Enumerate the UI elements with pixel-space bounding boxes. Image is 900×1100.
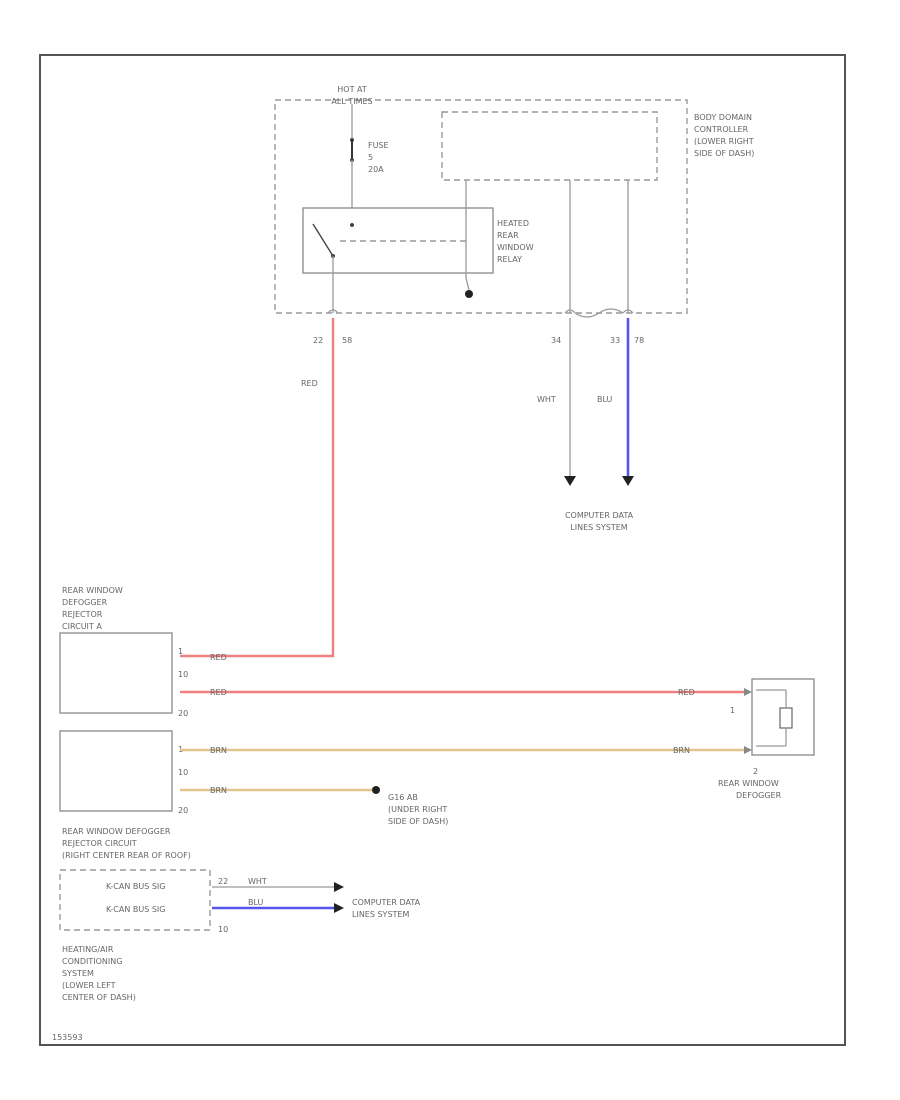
relay-label-1: HEATED	[497, 219, 529, 228]
connector-mark-link	[574, 308, 624, 318]
defogger-pin-1: 1	[730, 706, 735, 715]
hvac-pin-10: 10	[218, 925, 228, 934]
bcm-pin-58: 58	[342, 336, 352, 345]
bcm-label-3: (LOWER RIGHT	[694, 137, 754, 146]
ground-label-1: G16 AB	[388, 793, 418, 802]
ground-point-dot	[372, 786, 380, 794]
hvac-signal-1: K-CAN BUS SIG	[106, 882, 165, 891]
bcm-label-2: CONTROLLER	[694, 125, 749, 134]
red-wire-relay-to-rejector	[180, 318, 335, 658]
bcm-pin-34: 34	[551, 336, 561, 345]
fuse-label: FUSE	[368, 141, 389, 150]
rejector-a-pin-10: 10	[178, 670, 188, 679]
body-domain-controller-outline	[274, 99, 688, 314]
figure-id: 153593	[52, 1033, 83, 1042]
red-wire-end-mark	[744, 688, 752, 696]
hvac-label-2: CONDITIONING	[62, 957, 122, 966]
relay-label-4: RELAY	[497, 255, 522, 264]
brn-wire-label-b: BRN	[673, 746, 690, 755]
hot-at-label-2: ALL TIMES	[331, 97, 372, 106]
bcm-label-1: BODY DOMAIN	[694, 113, 752, 122]
hvac-blu-arrow	[334, 903, 344, 913]
rejector-a-label-1: REAR WINDOW	[62, 586, 123, 595]
rejector-b-label-2: REJECTOR CIRCUIT	[62, 839, 137, 848]
computer-data-top-2: LINES SYSTEM	[570, 523, 627, 532]
computer-data-top-1: COMPUTER DATA	[565, 511, 634, 520]
defogger-label-2: DEFOGGER	[736, 791, 782, 800]
hvac-wht-label: WHT	[248, 877, 267, 886]
diagram-frame	[39, 54, 846, 1046]
hot-at-label: HOT AT	[337, 85, 367, 94]
wht-wire-label: WHT	[537, 395, 556, 404]
wht-down-arrow	[564, 476, 576, 486]
hvac-label-3: SYSTEM	[62, 969, 94, 978]
relay-switch-arm	[312, 223, 334, 257]
hvac-wht-arrow	[334, 882, 344, 892]
red-wire-label-a: RED	[210, 653, 227, 662]
bcm-pin-78: 78	[634, 336, 644, 345]
bcm-label-4: SIDE OF DASH)	[694, 149, 754, 158]
fuse-number: 5	[368, 153, 373, 162]
defogger-pin-2: 2	[753, 767, 758, 776]
computer-data-bottom-1: COMPUTER DATA	[352, 898, 421, 907]
ground-label-2: (UNDER RIGHT	[388, 805, 447, 814]
red-wire-label-top: RED	[301, 379, 318, 388]
brn-wire-label-c: BRN	[210, 786, 227, 795]
ground-label-3: SIDE OF DASH)	[388, 817, 448, 826]
rejector-a-label-3: REJECTOR	[62, 610, 103, 619]
hvac-pin-22: 22	[218, 877, 228, 886]
rear-window-defogger	[751, 678, 815, 756]
connector-mark-blu	[622, 309, 634, 314]
computer-data-bottom-2: LINES SYSTEM	[352, 910, 409, 919]
bcm-pin-22: 22	[313, 336, 323, 345]
hvac-label-1: HEATING/AIR	[62, 945, 114, 954]
rejector-b-pin-20: 20	[178, 806, 188, 815]
rejector-circuit-a	[59, 632, 173, 714]
fuse-rating: 20A	[368, 165, 384, 174]
rejector-circuit-b	[59, 730, 173, 812]
red-wire-label-c: RED	[678, 688, 695, 697]
hvac-signal-2: K-CAN BUS SIG	[106, 905, 165, 914]
hvac-label-5: CENTER OF DASH)	[62, 993, 136, 1002]
rejector-a-label-2: DEFOGGER	[62, 598, 108, 607]
rejector-a-pin-1: 1	[178, 647, 183, 656]
brn-wire-label-a: BRN	[210, 746, 227, 755]
blu-down-arrow	[622, 476, 634, 486]
relay-contact-input	[350, 223, 354, 227]
relay-label-3: WINDOW	[497, 243, 534, 252]
hvac-blu-label: BLU	[248, 898, 264, 907]
brn-wire-end-mark	[744, 746, 752, 754]
hvac-module-outline	[59, 869, 211, 931]
blu-wire-label: BLU	[597, 395, 613, 404]
rejector-a-pin-20: 20	[178, 709, 188, 718]
controller-inner-module	[441, 111, 658, 181]
bcm-pin-33: 33	[610, 336, 620, 345]
defogger-label-1: REAR WINDOW	[718, 779, 779, 788]
rejector-b-label-3: (RIGHT CENTER REAR OF ROOF)	[62, 851, 191, 860]
rejector-b-label-1: REAR WINDOW DEFOGGER	[62, 827, 171, 836]
hvac-label-4: (LOWER LEFT	[62, 981, 116, 990]
red-wire-label-b: RED	[210, 688, 227, 697]
relay-to-ground-wire	[465, 277, 470, 291]
connector-mark-red	[327, 309, 339, 314]
connector-mark-wht	[564, 309, 576, 314]
relay-label-2: REAR	[497, 231, 519, 240]
rejector-a-label-4: CIRCUIT A	[62, 622, 102, 631]
relay-ground-dot	[465, 290, 473, 298]
rejector-b-pin-10: 10	[178, 768, 188, 777]
